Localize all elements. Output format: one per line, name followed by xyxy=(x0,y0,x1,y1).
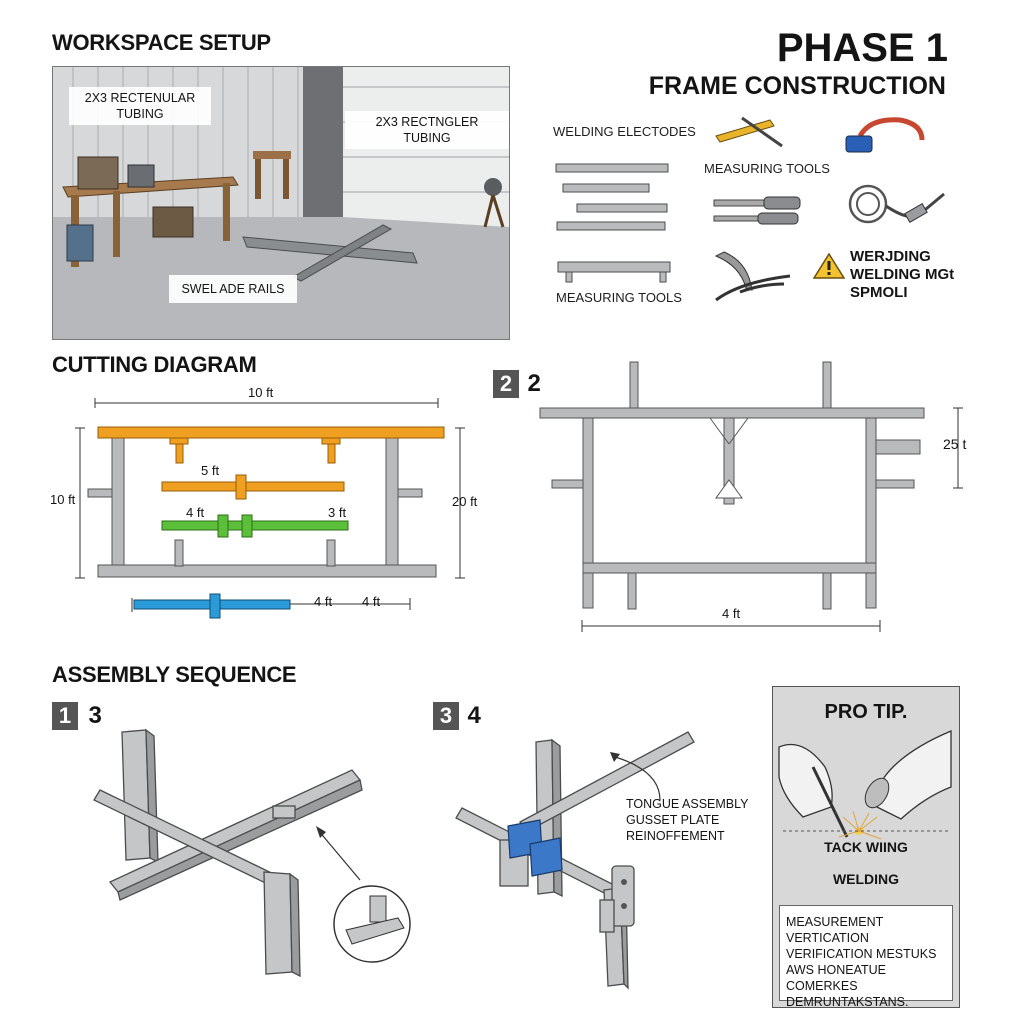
step2-header: 2 2 xyxy=(493,370,541,398)
dim-4ft-bottom: 4 ft xyxy=(722,606,741,621)
cutting-title: CUTTING DIAGRAM xyxy=(52,352,257,377)
dim-4ft-blue-2: 4 ft xyxy=(362,594,381,609)
warning-line-2: WELDING MGt xyxy=(850,266,955,283)
assembly-step1-label: 3 xyxy=(88,702,102,729)
dim-25t: 25 t xyxy=(943,436,967,452)
dim-4ft-blue-1: 4 ft xyxy=(314,594,333,609)
assembly-step3-number-box: 3 xyxy=(433,702,459,730)
pro-tip-caption-2: WELDING xyxy=(832,871,900,887)
welding-hands-illustration xyxy=(778,730,952,840)
pro-tip-note-line-2: VERIFICATION MESTUKS xyxy=(786,947,937,961)
dim-4ft-green: 4 ft xyxy=(186,505,205,520)
step2-number-box: 2 xyxy=(493,370,519,398)
callout-line-1: TONGUE ASSEMBLY xyxy=(626,797,749,811)
workspace-label-rails: SWEL ADE RAILS xyxy=(169,275,297,303)
callout-line-2: GUSSET PLATE xyxy=(626,813,720,827)
dim-left-10ft: 10 ft xyxy=(50,492,76,507)
pro-tip-panel: PRO TIP. TACK WIING WELDING MEASUREMENT … xyxy=(772,686,960,1009)
step2-label: 2 xyxy=(527,370,541,397)
phase-subtitle: FRAME CONSTRUCTION xyxy=(648,72,946,100)
assembly-step3-label: 4 xyxy=(467,702,481,729)
workspace-label-tubing-2: 2X3 RECTNGLER TUBING xyxy=(345,111,509,149)
assembly-step3-header: 3 4 xyxy=(433,702,481,730)
assembly-step1-header: 1 3 xyxy=(52,702,102,730)
dim-3ft: 3 ft xyxy=(328,505,347,520)
workspace-label-tubing-1: 2X3 RECTENULAR TUBING xyxy=(69,87,211,125)
pro-tip-note-line-4: DEMRUNTAKSTANS. xyxy=(786,995,909,1009)
dim-top-10ft: 10 ft xyxy=(248,385,274,400)
pro-tip-note-line-1: MEASUREMENT VERTICATION xyxy=(786,915,884,945)
callout-line-3: REINOFFEMENT xyxy=(626,829,725,843)
tools-label-measuring-2: MEASURING TOOLS xyxy=(556,290,682,305)
warning-line-1: WERJDING xyxy=(850,248,931,265)
warning-line-3: SPMOLI xyxy=(850,284,908,301)
phase-title: PHASE 1 xyxy=(776,26,948,70)
pro-tip-caption-1: TACK WIING xyxy=(824,839,908,855)
tools-label-measuring-1: MEASURING TOOLS xyxy=(704,161,830,176)
workspace-illustration: 2X3 RECTENULAR TUBING 2X3 RECTNGLER TUBI… xyxy=(52,66,510,340)
assembly-title: ASSEMBLY SEQUENCE xyxy=(52,662,297,687)
dim-5ft: 5 ft xyxy=(201,463,220,478)
pro-tip-title: PRO TIP. xyxy=(824,701,908,723)
assembly-step1-number-box: 1 xyxy=(52,702,78,730)
workspace-title: WORKSPACE SETUP xyxy=(52,30,271,55)
pro-tip-note-line-3: AWS HONEATUE COMERKES xyxy=(786,963,887,993)
pro-tip-note: MEASUREMENT VERTICATION VERIFICATION MES… xyxy=(779,905,953,1009)
tools-label-electrodes: WELDING ELECTODES xyxy=(553,124,696,139)
dim-right-20ft: 20 ft xyxy=(452,494,478,509)
